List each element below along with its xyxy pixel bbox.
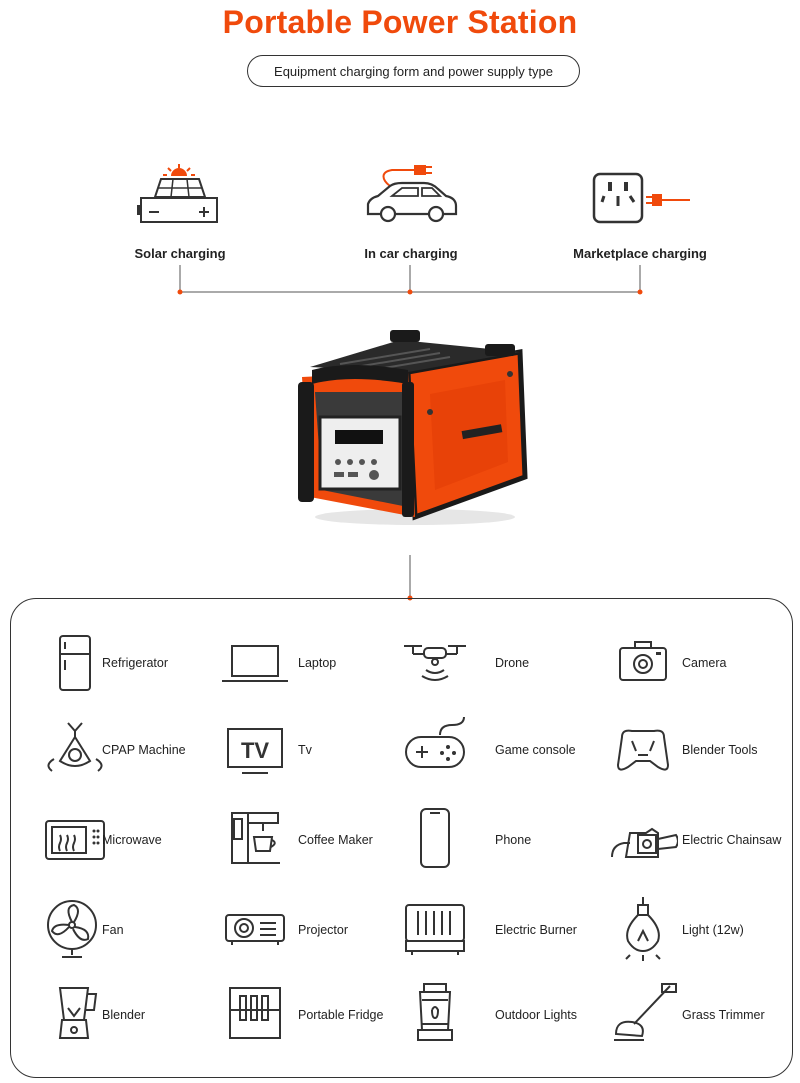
- blender-tools-icon: [608, 715, 678, 785]
- connector-lines: [177, 265, 643, 601]
- device-item: Coffee Maker: [220, 805, 373, 875]
- tv-icon: TV: [220, 715, 290, 785]
- device-item: Electric Burner: [400, 895, 577, 965]
- camera-icon: [608, 628, 678, 698]
- drone-icon: [400, 628, 470, 698]
- svg-text:TV: TV: [241, 738, 269, 763]
- laptop-icon: [220, 628, 290, 698]
- device-item: Blender Tools: [608, 715, 758, 785]
- light-bulb-icon: [608, 895, 678, 965]
- device-label: Blender: [102, 1008, 146, 1022]
- device-label: Projector: [298, 923, 349, 937]
- device-item: Projector: [220, 895, 348, 965]
- device-item: Light (12w): [608, 895, 744, 965]
- device-item: Game console: [400, 715, 576, 785]
- solar-panel-icon: [135, 162, 225, 233]
- projector-icon: [220, 895, 290, 965]
- charge-label-car: In car charging: [364, 246, 458, 261]
- device-label: Laptop: [298, 656, 337, 670]
- device-item: Microwave: [40, 805, 162, 875]
- phone-icon: [400, 805, 470, 875]
- lantern-icon: [400, 980, 470, 1050]
- portable-fridge-icon: [220, 980, 290, 1050]
- device-label: Light (12w): [682, 923, 744, 937]
- device-item: Blender: [40, 980, 145, 1050]
- device-label: Game console: [495, 743, 576, 757]
- device-label: Microwave: [102, 833, 162, 847]
- device-item: CPAP Machine: [40, 715, 186, 785]
- device-item: Electric Chainsaw: [608, 805, 781, 875]
- charge-label-solar: Solar charging: [134, 246, 226, 261]
- device-label: Fan: [102, 923, 124, 937]
- device-item: Camera: [608, 628, 726, 698]
- fan-icon: [40, 895, 110, 965]
- device-label: Phone: [495, 833, 532, 847]
- device-label: Camera: [682, 656, 727, 670]
- subtitle-pill: Equipment charging form and power supply…: [247, 55, 580, 87]
- device-item: Fan: [40, 895, 124, 965]
- device-item: Phone: [400, 805, 531, 875]
- cpap-mask-icon: [40, 715, 110, 785]
- device-label: Grass Trimmer: [682, 1008, 765, 1022]
- device-label: Electric Chainsaw: [682, 833, 782, 847]
- device-item: Refrigerator: [40, 628, 168, 698]
- device-label: Outdoor Lights: [495, 1008, 577, 1022]
- electric-burner-icon: [400, 895, 470, 965]
- blender-icon: [40, 980, 110, 1050]
- device-item: Laptop: [220, 628, 336, 698]
- device-item: Outdoor Lights: [400, 980, 577, 1050]
- microwave-icon: [40, 805, 110, 875]
- device-label: Coffee Maker: [298, 833, 373, 847]
- device-label: Refrigerator: [102, 656, 168, 670]
- device-label: Blender Tools: [682, 743, 758, 757]
- device-label: Portable Fridge: [298, 1008, 384, 1022]
- refrigerator-icon: [40, 628, 110, 698]
- car-plug-icon: [362, 158, 462, 235]
- device-item: Grass Trimmer: [608, 980, 765, 1050]
- wall-socket-icon: [590, 170, 694, 235]
- coffee-maker-icon: [220, 805, 290, 875]
- device-item: Drone: [400, 628, 529, 698]
- device-item: TV Tv: [220, 715, 312, 785]
- page-title: Portable Power Station: [222, 4, 578, 40]
- device-label: Drone: [495, 656, 530, 670]
- devices-panel: [10, 598, 793, 1078]
- device-label: Electric Burner: [495, 923, 577, 937]
- device-label: Tv: [298, 743, 312, 757]
- device-label: CPAP Machine: [102, 743, 186, 757]
- chainsaw-icon: [608, 805, 678, 875]
- power-station-image: [290, 322, 535, 532]
- device-item: Portable Fridge: [220, 980, 383, 1050]
- grass-trimmer-icon: [608, 980, 678, 1050]
- gamepad-icon: [400, 715, 470, 785]
- charge-label-marketplace: Marketplace charging: [573, 246, 707, 261]
